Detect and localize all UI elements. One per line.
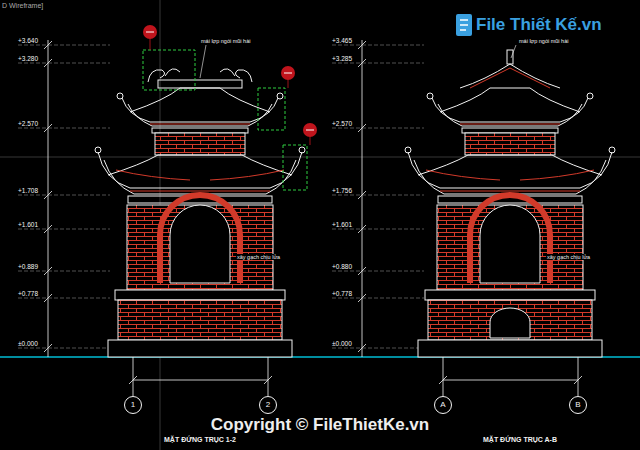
viewport-tag: D Wireframe] [2, 2, 43, 10]
level-mark: +0.778 [18, 290, 38, 297]
material-note: xây gạch chịu lửa [236, 254, 281, 260]
level-mark: +3.465 [332, 37, 352, 44]
material-note: xây gạch chịu lửa [546, 254, 591, 260]
axis-circle: 2 [259, 396, 277, 414]
level-mark: ±0.000 [18, 340, 38, 347]
axis-circle: B [569, 396, 587, 414]
level-mark: +2.570 [18, 120, 38, 127]
axis-label: A [440, 401, 445, 409]
axis-circle: A [434, 396, 452, 414]
level-mark: +2.570 [332, 120, 352, 127]
level-mark: +0.880 [332, 263, 352, 270]
logo-text: File Thiết Kế.vn [476, 16, 602, 35]
axis-label: B [575, 401, 580, 409]
watermark: Copyright © FileThietKe.vn [211, 416, 429, 435]
axis-label: 1 [131, 401, 135, 409]
material-note: mái lợp ngói mũi hài [518, 38, 569, 44]
axis-label: 2 [266, 401, 270, 409]
material-note: mái lợp ngói mũi hài [200, 38, 251, 44]
level-mark: +0.889 [18, 263, 38, 270]
axis-circle: 1 [124, 396, 142, 414]
level-mark: +0.778 [332, 290, 352, 297]
level-mark: +1.601 [18, 221, 38, 228]
level-mark: +1.601 [332, 221, 352, 228]
level-mark: +3.640 [18, 37, 38, 44]
level-mark: +3.280 [18, 55, 38, 62]
level-mark: ±0.000 [332, 340, 352, 347]
level-mark: +1.756 [332, 187, 352, 194]
view-title: MẶT ĐỨNG TRỤC A-B [483, 436, 557, 444]
view-title: MẶT ĐỨNG TRỤC 1-2 [164, 436, 236, 444]
level-mark: +3.285 [332, 55, 352, 62]
level-mark: +1.708 [18, 187, 38, 194]
